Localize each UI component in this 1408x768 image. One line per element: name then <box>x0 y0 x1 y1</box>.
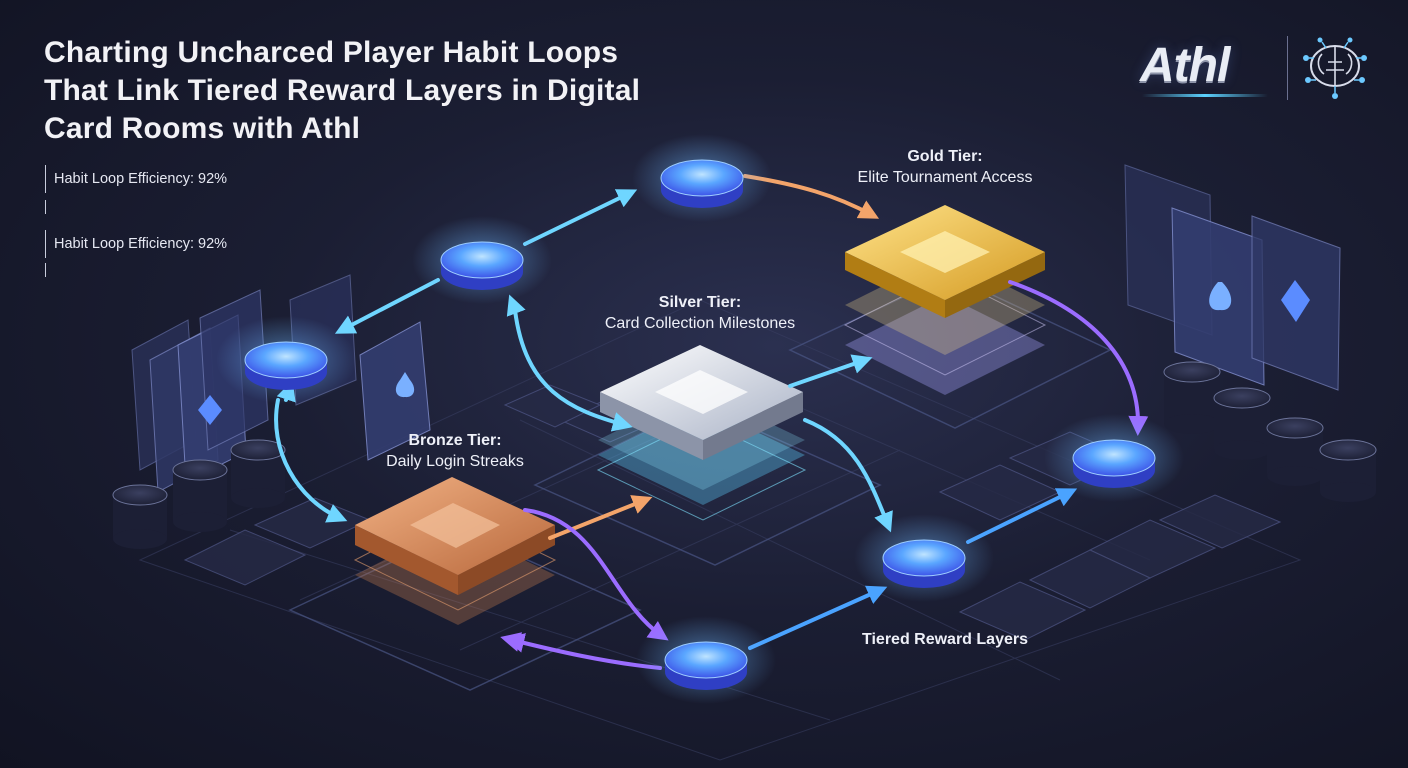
brain-circuit-icon <box>1303 37 1367 99</box>
gold-tier-name: Gold Tier: <box>907 148 983 165</box>
silver-tier-block <box>596 345 807 521</box>
page-title: Charting Uncharced Player Habit Loops Th… <box>44 34 764 148</box>
title-line-3: Card Rooms with Athl <box>44 112 361 145</box>
nodes-layer <box>216 134 1184 704</box>
stat-divider-1 <box>45 200 46 214</box>
stat-habit-loop-efficiency-2: Habit Loop Efficiency: 92% <box>45 230 235 258</box>
brand-logo: Athl <box>1140 39 1230 92</box>
stat-divider-2 <box>45 263 46 277</box>
chip-stack-right <box>1163 361 1377 502</box>
standing-cards-right <box>1124 164 1341 391</box>
logo-divider <box>1287 36 1288 100</box>
gold-tier-label: Gold Tier: Elite Tournament Access <box>830 146 1060 188</box>
loop-node-5 <box>1044 414 1184 502</box>
loop-node-1 <box>632 134 772 222</box>
silver-tier-subtitle: Card Collection Milestones <box>604 315 796 332</box>
loop-node-2 <box>412 216 552 304</box>
logo-underline <box>1142 94 1268 97</box>
flow-arrows <box>274 174 1149 670</box>
chip-stack-left <box>112 439 286 549</box>
gold-tier-subtitle: Elite Tournament Access <box>857 169 1033 186</box>
title-line-2: That Link Tiered Reward Layers in Digita… <box>44 74 641 107</box>
bronze-tier-subtitle: Daily Login Streaks <box>386 453 524 470</box>
loop-node-3 <box>216 316 356 404</box>
bronze-tier-name: Bronze Tier: <box>408 432 502 449</box>
gold-tier-block <box>843 205 1047 395</box>
loop-node-6 <box>636 616 776 704</box>
silver-tier-name: Silver Tier: <box>658 294 742 311</box>
stat-habit-loop-efficiency-1: Habit Loop Efficiency: 92% <box>45 165 235 193</box>
bronze-tier-label: Bronze Tier: Daily Login Streaks <box>380 430 530 472</box>
loop-node-4 <box>854 514 994 602</box>
bronze-tier-block <box>353 477 557 625</box>
title-line-1: Charting Uncharced Player Habit Loops <box>44 36 619 69</box>
tiered-reward-layers-label: Tiered Reward Layers <box>861 631 1028 648</box>
silver-tier-label: Silver Tier: Card Collection Milestones <box>580 292 820 334</box>
